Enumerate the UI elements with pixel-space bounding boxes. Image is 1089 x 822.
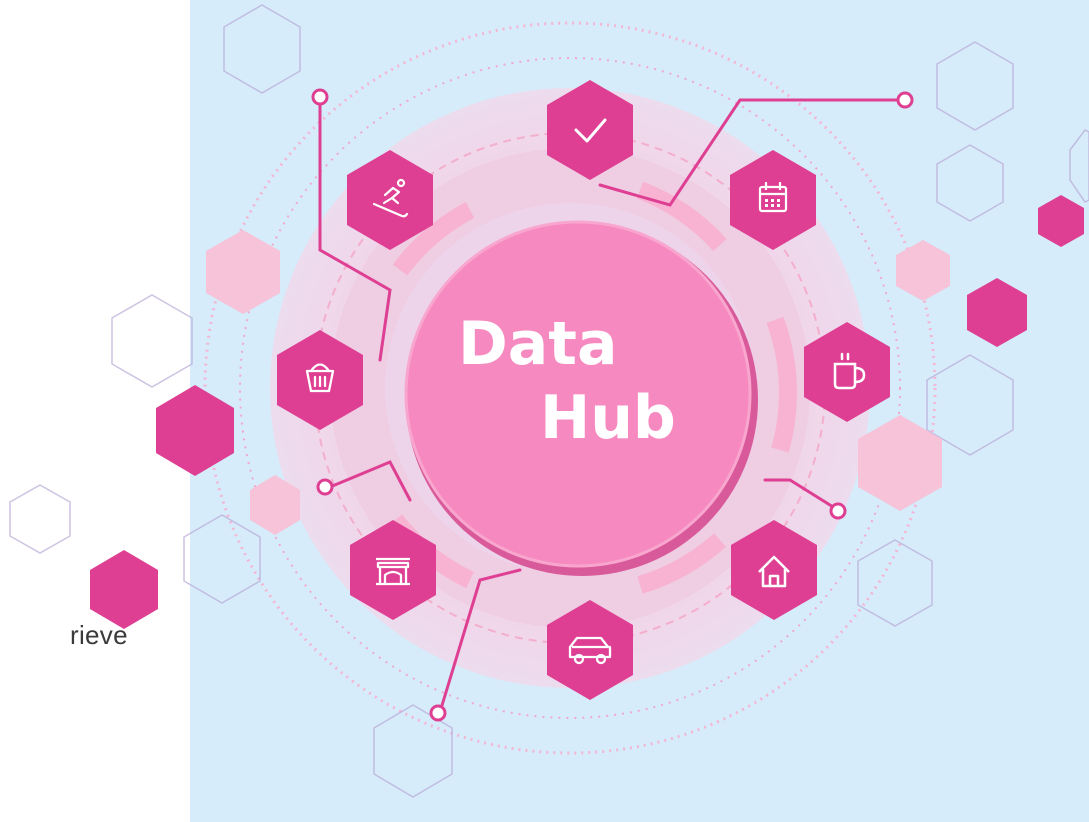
hub-title-line2: Hub: [540, 383, 676, 453]
background-hexagons: [9, 4, 1089, 798]
checkmark-hex: [547, 80, 633, 180]
bridge-icon: [376, 557, 410, 586]
house-hex: [731, 520, 817, 620]
shopping-basket-icon: [305, 363, 335, 393]
checkmark-icon: [574, 118, 607, 143]
basket-hex: [277, 330, 363, 430]
connector-nodes: [311, 88, 914, 722]
house-icon: [758, 555, 790, 588]
coffee-hex: [804, 322, 890, 422]
arc-segments: [387, 181, 797, 594]
partial-body-text: rieve: [70, 620, 128, 650]
skier-icon: [372, 178, 409, 218]
hub-title-line1: Data: [458, 309, 617, 379]
coffee-cup-icon: [833, 352, 866, 390]
calendar-hex: [730, 150, 816, 250]
accent-hexagons: [90, 195, 1084, 629]
skier-hex: [347, 150, 433, 250]
connector-lines: [318, 98, 902, 714]
car-hex: [547, 600, 633, 700]
calendar-icon: [758, 182, 788, 213]
bridge-hex: [350, 520, 436, 620]
hub-circle: [404, 220, 758, 576]
car-icon: [568, 636, 612, 665]
light-hexagons: [206, 230, 950, 535]
